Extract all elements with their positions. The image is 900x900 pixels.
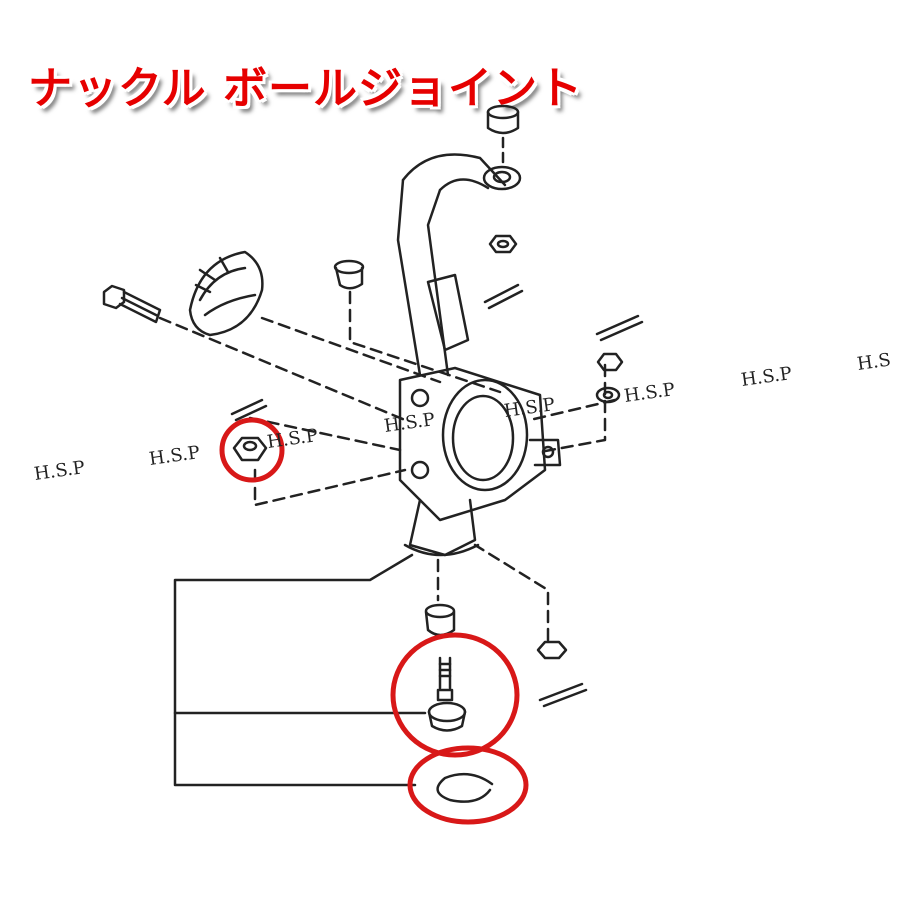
lower-nut xyxy=(536,640,568,660)
cotter-pin-lower xyxy=(538,682,588,708)
knuckle-arm xyxy=(396,153,507,377)
diagram-title: ナックル ボールジョイント xyxy=(28,63,583,114)
watermark: H.S.P xyxy=(623,379,676,407)
watermark: H.S.P xyxy=(148,442,201,470)
snap-ring xyxy=(436,772,494,803)
top-bushing xyxy=(486,104,520,135)
bolt xyxy=(102,284,162,324)
upper-nut xyxy=(488,234,518,254)
cotter-pin-right xyxy=(595,314,644,342)
castle-nut-left xyxy=(232,436,268,462)
cotter-pin-left xyxy=(230,398,268,422)
dust-shield xyxy=(188,250,264,337)
knuckle-body xyxy=(398,366,562,557)
watermark: H.S.P xyxy=(33,457,86,485)
watermark: H.S.P xyxy=(503,394,556,422)
watermark: H.S.P xyxy=(740,363,793,391)
watermark: H.S xyxy=(856,349,892,374)
assembly-lines xyxy=(158,290,617,642)
ball-joint xyxy=(427,656,467,732)
watermark: H.S.P xyxy=(383,409,436,437)
snap-ring-highlight xyxy=(407,745,529,825)
nut-left-highlight xyxy=(219,417,285,483)
ball-joint-highlight xyxy=(390,632,520,758)
lower-bushing xyxy=(424,603,456,637)
cotter-pin-upper xyxy=(483,283,524,310)
bracket-lines xyxy=(173,553,427,787)
arm-bushing xyxy=(333,259,365,290)
upper-washer xyxy=(482,165,522,191)
castle-nut-right xyxy=(596,352,624,372)
washer-right xyxy=(595,386,621,404)
